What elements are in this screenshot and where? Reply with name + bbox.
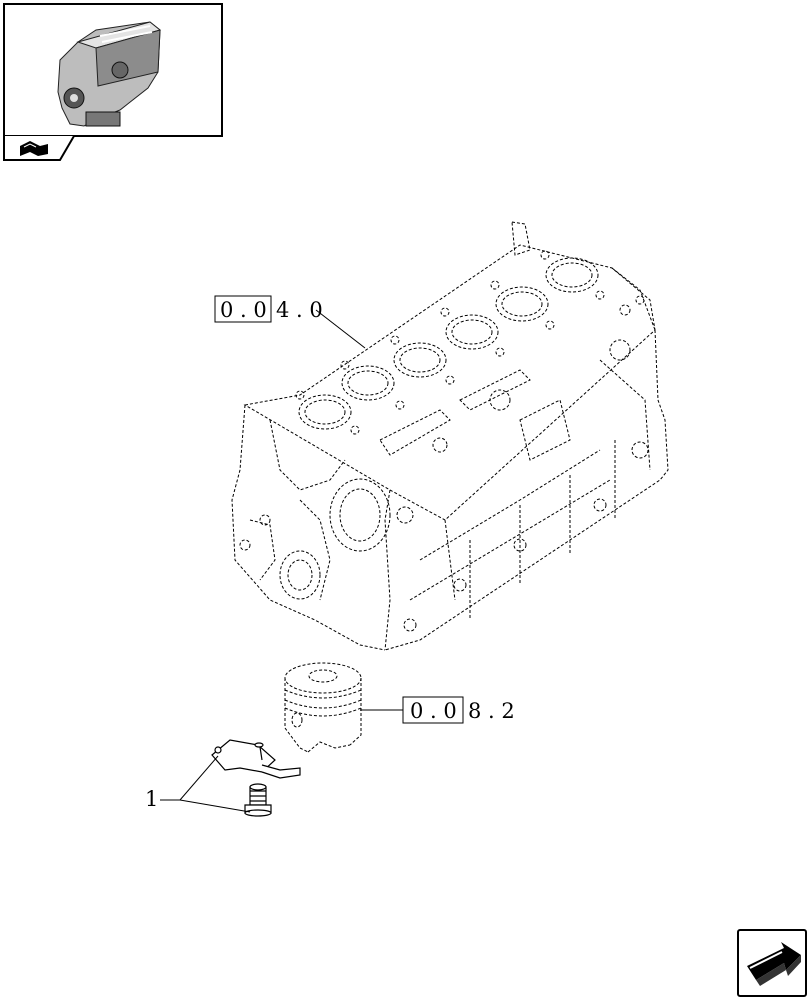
bolt-part [244, 783, 272, 817]
piston-callout[interactable]: 0 . 0 8 . 2 [360, 696, 515, 724]
item-1-label: 1 [145, 787, 158, 811]
piston-drawing [284, 662, 362, 753]
engine-block-ref-boxed: 0 . 0 [220, 298, 267, 322]
piston-ref-boxed: 0 . 0 [410, 699, 457, 723]
engine-block-ref-rest: 4 . 0 [276, 298, 323, 322]
book-page-icon [20, 141, 48, 156]
piston-ref-rest: 8 . 2 [468, 699, 515, 723]
item-1-callout[interactable]: 1 [145, 755, 251, 813]
book-tab [3, 135, 75, 161]
engine-block-callout[interactable]: 0 . 0 4 . 0 [214, 295, 366, 349]
oil-jet-part [211, 739, 301, 779]
engine-thumbnail-icon [57, 21, 162, 127]
engine-thumbnail [3, 3, 223, 137]
engine-block-drawing [231, 221, 669, 651]
next-page-button[interactable] [737, 929, 807, 997]
next-page-arrow-icon [747, 942, 801, 986]
engine-block-leader [315, 309, 366, 349]
